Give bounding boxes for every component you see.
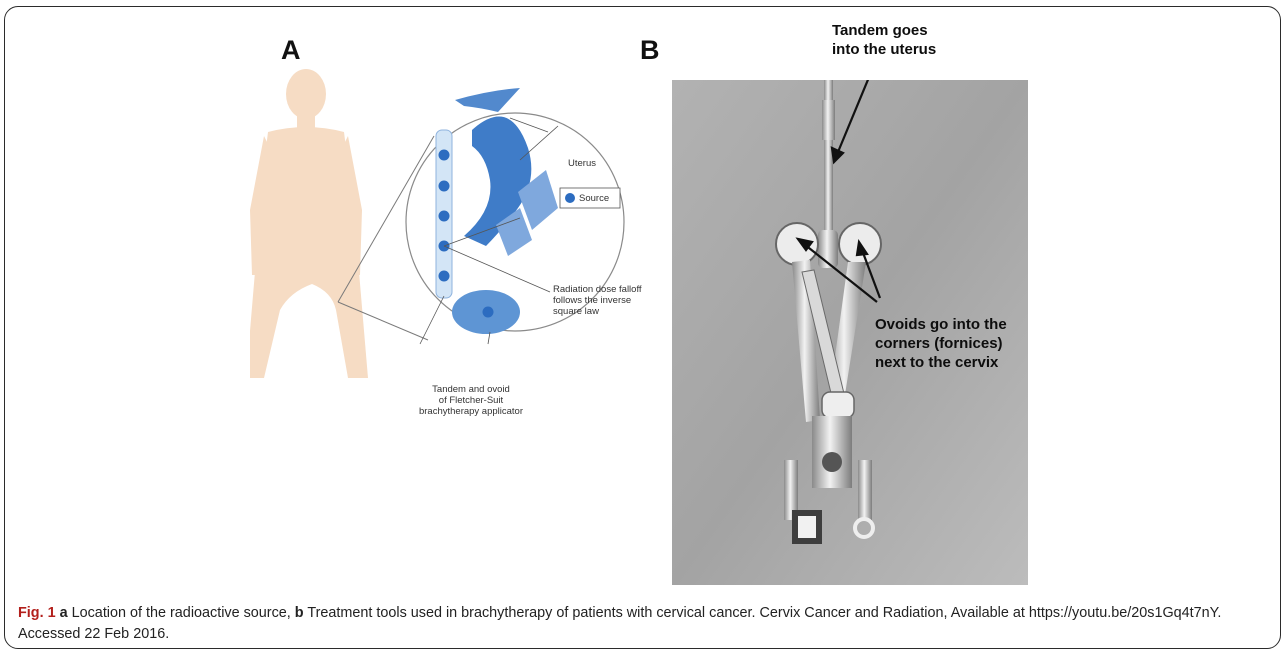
figure-caption: Fig. 1 a Location of the radioactive sou… [18, 603, 1268, 645]
uterus-label: Uterus [568, 158, 596, 169]
caption-fig-label: Fig. 1 [18, 605, 56, 621]
tandem-label: Tandem goes into the uterus [832, 21, 936, 59]
source-legend-label: Source [579, 193, 609, 204]
applicator-label-line: Tandem and ovoid [396, 384, 546, 395]
caption-a-marker: a [60, 605, 68, 621]
ovoids-label-line: corners (fornices) [875, 334, 1007, 353]
tandem-label-line: Tandem goes [832, 21, 936, 40]
schematic-drawing [250, 60, 640, 420]
body-silhouette [250, 69, 368, 378]
applicator-label: Tandem and ovoid of Fletcher-Suit brachy… [396, 384, 546, 417]
caption-b-marker: b [295, 605, 304, 621]
tandem-label-line: into the uterus [832, 40, 936, 59]
dose-label: Radiation dose falloff follows the inver… [553, 284, 642, 317]
applicator-label-line: of Fletcher-Suit [396, 395, 546, 406]
ovoids-label-line: Ovoids go into the [875, 315, 1007, 334]
source-legend-dot [565, 193, 575, 203]
applicator-label-line: brachytherapy applicator [396, 406, 546, 417]
dose-label-line: follows the inverse [553, 295, 642, 306]
caption-a-text: Location of the radioactive source, [68, 605, 295, 621]
ovoids-label: Ovoids go into the corners (fornices) ne… [875, 315, 1007, 372]
figure-frame [4, 6, 1281, 649]
ovoids-label-line: next to the cervix [875, 353, 1007, 372]
dose-label-line: square law [553, 306, 642, 317]
dose-label-line: Radiation dose falloff [553, 284, 642, 295]
panel-a-schematic: Uterus Source Radiation dose falloff fol… [250, 60, 640, 420]
panel-b-letter: B [640, 35, 660, 66]
